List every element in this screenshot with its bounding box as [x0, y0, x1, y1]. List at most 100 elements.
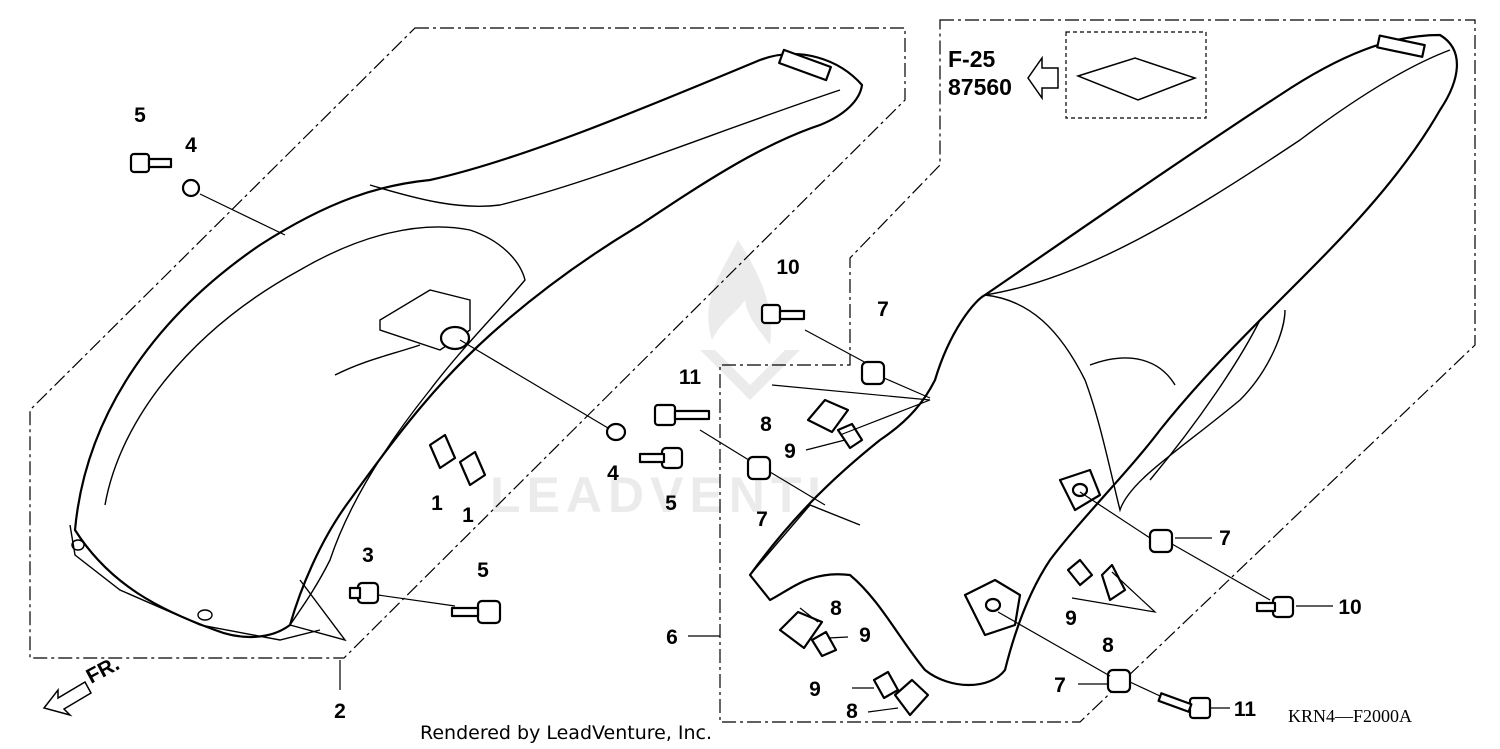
fender-decal-logo — [778, 48, 832, 82]
leader-8-bottom — [867, 707, 899, 713]
callout-10: 10 — [776, 256, 799, 279]
rubber-8-right — [1100, 563, 1127, 602]
bolt-5-low — [450, 599, 502, 625]
mount-hole-lower — [984, 597, 1002, 613]
callout-8: 8 — [760, 413, 772, 436]
leader-3 — [377, 594, 456, 607]
bolt-11-upper — [653, 403, 711, 427]
reference-block: F-25 87560 — [948, 31, 1207, 119]
footer: Rendered by LeadVenture, Inc. KRN4—F2000… — [420, 706, 1412, 744]
collar-7-top — [860, 360, 886, 386]
fender-tail-flap — [69, 524, 321, 641]
reference-part-number: 87560 — [948, 74, 1012, 100]
right-assembly — [719, 19, 1476, 723]
nut-9-upper — [836, 422, 864, 450]
callout-4: 4 — [607, 462, 619, 485]
front-direction-arrow-icon — [42, 680, 93, 717]
nut-9-right — [1066, 558, 1094, 587]
bolt-10-right — [1255, 595, 1295, 619]
fender-mount-boss — [379, 289, 471, 351]
front-indicator: FR. — [42, 652, 123, 717]
fender-inner-contour-right — [984, 294, 1286, 513]
clip-nut-1b — [458, 450, 487, 487]
mount-hole-upper — [1071, 482, 1089, 498]
callout-9: 9 — [1065, 607, 1077, 630]
nut-9-mid — [810, 630, 838, 658]
leader-8-upper — [771, 384, 931, 436]
fender-edge-lip — [1149, 319, 1261, 481]
bolt-11-lower — [1157, 692, 1212, 720]
callout-4: 4 — [185, 134, 197, 157]
bolt-5-mid — [638, 446, 684, 470]
callout-9: 9 — [809, 678, 821, 701]
leadventure-logo-watermark — [700, 240, 800, 400]
callout-1: 1 — [462, 504, 474, 527]
leader-10-top — [804, 329, 871, 366]
callout-11: 11 — [679, 366, 702, 389]
leader-7-right — [1079, 491, 1151, 539]
callout-6: 6 — [666, 626, 678, 649]
callout-5: 5 — [477, 559, 489, 582]
washer-4-top — [181, 178, 201, 198]
callout-7: 7 — [1219, 527, 1231, 550]
fender-tail-hole — [71, 539, 85, 551]
reference-arrow-icon — [1027, 55, 1059, 101]
fender-inner-contour — [104, 226, 526, 626]
fender-tail-tip — [289, 579, 347, 642]
rubber-8-upper — [806, 398, 850, 434]
callout-7: 7 — [756, 508, 768, 531]
fender-side-rib — [334, 344, 421, 376]
fender-mount-hole — [439, 325, 471, 351]
collar-7-right — [1148, 528, 1174, 554]
leader-8-right — [1071, 571, 1157, 613]
callout-5: 5 — [665, 492, 677, 515]
leader-9-upper — [805, 439, 846, 451]
reference-section: F-25 — [948, 46, 996, 72]
fender-front-edge — [749, 504, 861, 576]
leader-11-upper — [699, 429, 753, 463]
nut-9-bottom — [872, 670, 900, 700]
callout-8: 8 — [1102, 634, 1114, 657]
washer-4-mid — [605, 422, 627, 442]
right-hardware — [339, 303, 1333, 720]
fender-top-ridge — [369, 89, 841, 207]
callout-8: 8 — [830, 597, 842, 620]
decal-sheet-icon — [1075, 57, 1198, 101]
rubber-8-bottom — [893, 678, 930, 717]
callouts: 5 4 4 5 1 1 3 5 2 10 7 11 8 9 7 7 10 9 8… — [134, 104, 1362, 723]
leader-9-mid — [827, 636, 849, 639]
fender-lower-hole — [197, 609, 213, 621]
fender-decal-logo-right — [1376, 34, 1426, 58]
leader-4-top — [199, 193, 286, 236]
leader-7-left — [769, 471, 826, 506]
fender-side-rib-right — [1089, 357, 1176, 386]
leader-11-lower — [1129, 681, 1161, 697]
credit-text: Rendered by LeadVenture, Inc. — [420, 722, 712, 744]
rubber-8-mid — [778, 610, 824, 650]
leader-8-mid — [799, 607, 819, 623]
bolt-10-top — [760, 303, 806, 325]
collar-7-left — [746, 455, 772, 481]
leader-mount — [459, 339, 609, 429]
callout-10: 10 — [1338, 596, 1361, 619]
leader-7-top — [883, 377, 931, 399]
decal-dashed-box — [1065, 31, 1207, 119]
callout-7: 7 — [1054, 674, 1066, 697]
callout-11: 11 — [1234, 698, 1257, 721]
callout-1: 1 — [431, 492, 443, 515]
callout-5: 5 — [134, 104, 146, 127]
callout-8: 8 — [846, 700, 858, 723]
right-assembly-boundary — [719, 19, 1476, 723]
leader-7-lower — [997, 611, 1111, 677]
bolt-5-top — [129, 152, 173, 174]
callout-3: 3 — [362, 544, 374, 567]
left-assembly-boundary — [29, 27, 906, 659]
fender-top-ridge-right — [984, 49, 1451, 296]
diagram-code: KRN4—F2000A — [1288, 706, 1412, 726]
left-hardware — [129, 152, 684, 625]
collar-3 — [348, 581, 380, 605]
leader-10-right — [1171, 543, 1271, 601]
rear-fender-body-right — [748, 33, 1458, 687]
clip-nut-1a — [428, 433, 457, 470]
